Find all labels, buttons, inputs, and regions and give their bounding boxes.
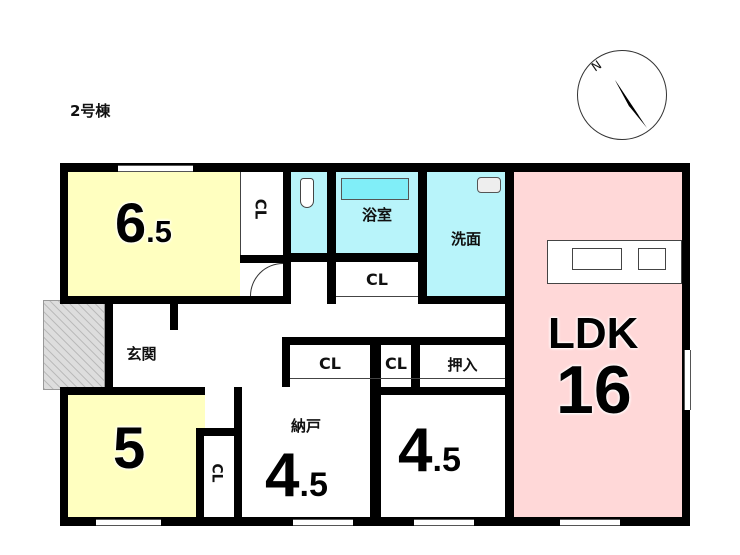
closet-door-line	[290, 378, 505, 379]
size-whole: 4	[265, 441, 300, 510]
window	[293, 519, 353, 526]
wall	[60, 163, 68, 303]
closet-1	[240, 172, 283, 255]
compass-needle-icon	[615, 80, 647, 128]
wall	[327, 262, 336, 304]
building-label: 2号棟	[70, 102, 111, 120]
western-room-2-size: 5	[113, 416, 146, 481]
wall	[60, 296, 290, 304]
ldk-size: 16	[556, 352, 632, 428]
window	[118, 165, 193, 172]
wall	[370, 387, 514, 395]
wall	[282, 337, 290, 387]
wall	[427, 296, 514, 304]
ldk-room	[514, 172, 682, 517]
closet-2-label: CL	[366, 270, 388, 289]
entrance-label: 玄関	[126, 345, 157, 363]
toilet-icon	[300, 178, 314, 208]
kitchen-sink-icon	[572, 248, 622, 270]
storage-label: 納戸	[290, 417, 321, 435]
wall	[240, 255, 291, 263]
wall	[411, 337, 420, 387]
storage-room	[242, 395, 370, 517]
window	[684, 350, 691, 410]
wall	[234, 387, 242, 526]
oshiire-label: 押入	[447, 356, 478, 374]
door-swing	[250, 263, 283, 296]
wall	[282, 337, 514, 345]
wall	[196, 428, 204, 526]
size-decimal: .5	[146, 214, 172, 249]
wall	[370, 337, 381, 526]
closet-door-line	[336, 296, 418, 297]
wall	[60, 163, 690, 172]
wall	[170, 296, 178, 330]
ldk-label: LDK	[548, 309, 639, 358]
kitchen-counter	[547, 240, 682, 284]
wall	[682, 163, 690, 526]
wall	[196, 428, 241, 436]
window	[414, 519, 474, 526]
western-room-2	[68, 395, 205, 517]
wall	[291, 253, 418, 262]
closet-1-label: CL	[251, 198, 270, 220]
window	[560, 519, 620, 526]
window	[96, 519, 161, 526]
closet-5-label: CL	[208, 463, 225, 483]
size-decimal: .5	[432, 441, 461, 479]
wall	[327, 163, 336, 262]
western-room-1-size: 6.5	[115, 195, 172, 251]
wall	[105, 296, 113, 390]
wall	[60, 387, 205, 395]
closet-4-label: CL	[385, 354, 407, 373]
stove-icon	[638, 248, 666, 270]
size-decimal: .5	[299, 466, 328, 504]
closet-3-label: CL	[319, 354, 341, 373]
western-room-1	[68, 172, 240, 296]
bath-label: 浴室	[361, 206, 392, 224]
size-whole: 6	[115, 191, 147, 254]
compass-icon: N	[577, 50, 667, 140]
japanese-room-size: 4.5	[398, 420, 461, 482]
wall	[283, 163, 291, 304]
wall	[60, 387, 68, 526]
closet-5	[204, 436, 234, 517]
wall	[418, 163, 427, 304]
sink-icon	[477, 177, 501, 193]
washroom-label: 洗面	[450, 230, 481, 248]
bathtub-icon	[341, 178, 409, 200]
entrance-porch	[43, 300, 105, 390]
storage-size: 4.5	[265, 445, 328, 507]
size-whole: 4	[398, 416, 433, 485]
